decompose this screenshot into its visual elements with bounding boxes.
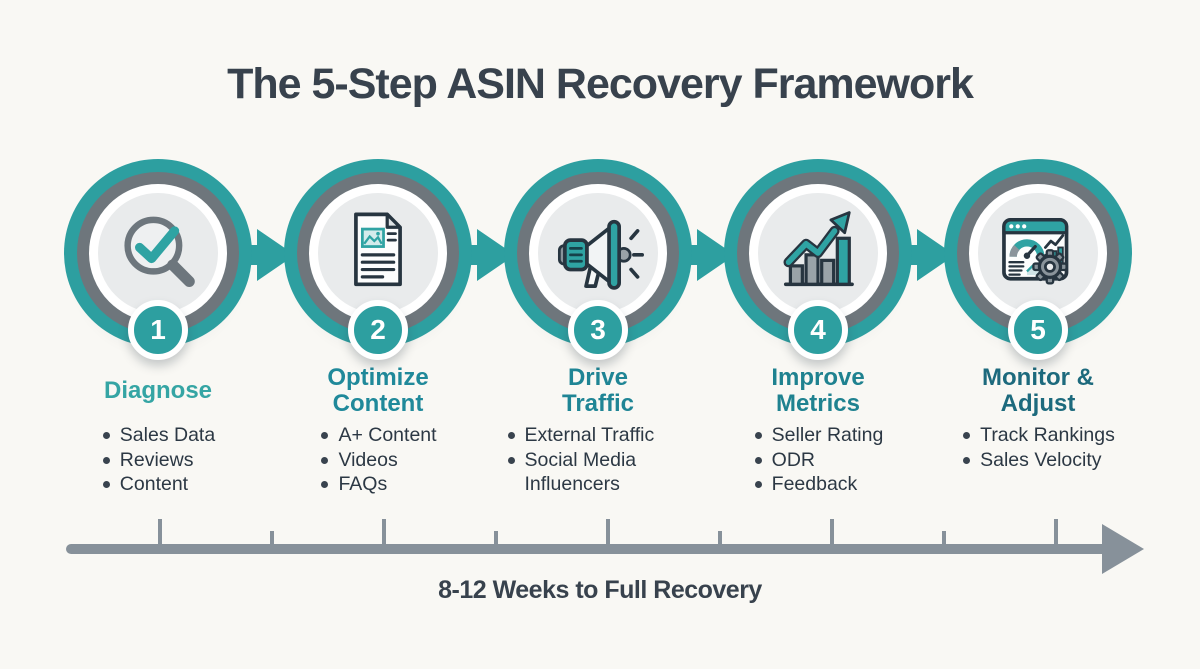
bullet-item: A+ Content [319,423,437,448]
step-bullets: External Traffic Social Media Influencer… [488,423,708,497]
step-bullets: Track Rankings Sales Velocity [928,423,1148,472]
timeline-label: 8-12 Weeks to Full Recovery [438,576,762,604]
step-number: 3 [590,314,606,345]
step-number-badge: 4 [788,300,848,360]
step-icon-circle [529,184,667,322]
dashboard-gear-icon [1002,218,1069,285]
bullet-item: Reviews [101,448,215,473]
bullet-item: Feedback [753,472,884,497]
step-heading: Improve Metrics [771,364,865,417]
arrow-right-icon [655,229,735,281]
step-number: 2 [370,314,386,345]
arrow-right-icon [875,229,955,281]
step-number-badge: 5 [1008,300,1068,360]
step-number: 5 [1030,314,1046,345]
step-icon-circle [969,184,1107,322]
step-number-badge: 1 [128,300,188,360]
bullet-item: Content [101,472,215,497]
magnifier-check-icon [124,216,195,288]
bullet-item: Videos [319,448,436,473]
step-column-diagnose: 1 Diagnose Sales Data Reviews Content [48,159,268,579]
timeline-arrow-icon [66,519,1144,574]
bullet-item: Sales Data [101,423,215,448]
step-number-badge: 3 [568,300,628,360]
step-medallion: 2 [284,159,472,360]
step-heading: Drive Traffic [561,364,635,417]
bullet-item: Seller Rating [753,423,883,448]
bullet-item: Sales Velocity [961,448,1115,473]
step-column-improve-metrics: 4 Improve Metrics Seller Rating ODR Feed… [708,159,928,579]
step-number-badge: 2 [348,300,408,360]
step-medallion: 5 [944,159,1132,360]
step-icon-circle [89,184,227,322]
step-icon-circle [749,184,887,322]
step-bullets: Seller Rating ODR Feedback [708,423,928,497]
bullet-item: Social Media Influencers [506,448,691,497]
step-heading: Optimize Content [327,364,429,417]
document-icon [354,212,402,287]
page-title: The 5-Step ASIN Recovery Framework [227,60,974,108]
megaphone-icon [557,219,644,290]
step-number: 1 [150,314,166,345]
step-column-optimize-content: 2 Optimize Content A+ Content Videos FAQ… [268,159,488,579]
arrow-right-icon [215,229,295,281]
step-icon-circle [309,184,447,322]
step-medallion: 3 [504,159,692,360]
step-heading: Monitor & Adjust [982,364,1094,417]
bullet-item: External Traffic [506,423,691,448]
bullet-item: Track Rankings [961,423,1115,448]
bullet-item: ODR [753,448,884,473]
step-column-drive-traffic: 3 Drive Traffic External Traffic Social … [488,159,708,579]
arrow-right-icon [435,229,515,281]
step-heading: Diagnose [103,377,213,404]
step-medallion: 1 [64,159,252,360]
growth-chart-icon [783,211,854,287]
bullet-item: FAQs [319,472,436,497]
step-bullets: Sales Data Reviews Content [48,423,268,497]
step-column-monitor-adjust: 5 Monitor & Adjust Track Rankings Sales … [928,159,1148,579]
step-number: 4 [810,314,826,345]
step-medallion: 4 [724,159,912,360]
step-bullets: A+ Content Videos FAQs [268,423,488,497]
